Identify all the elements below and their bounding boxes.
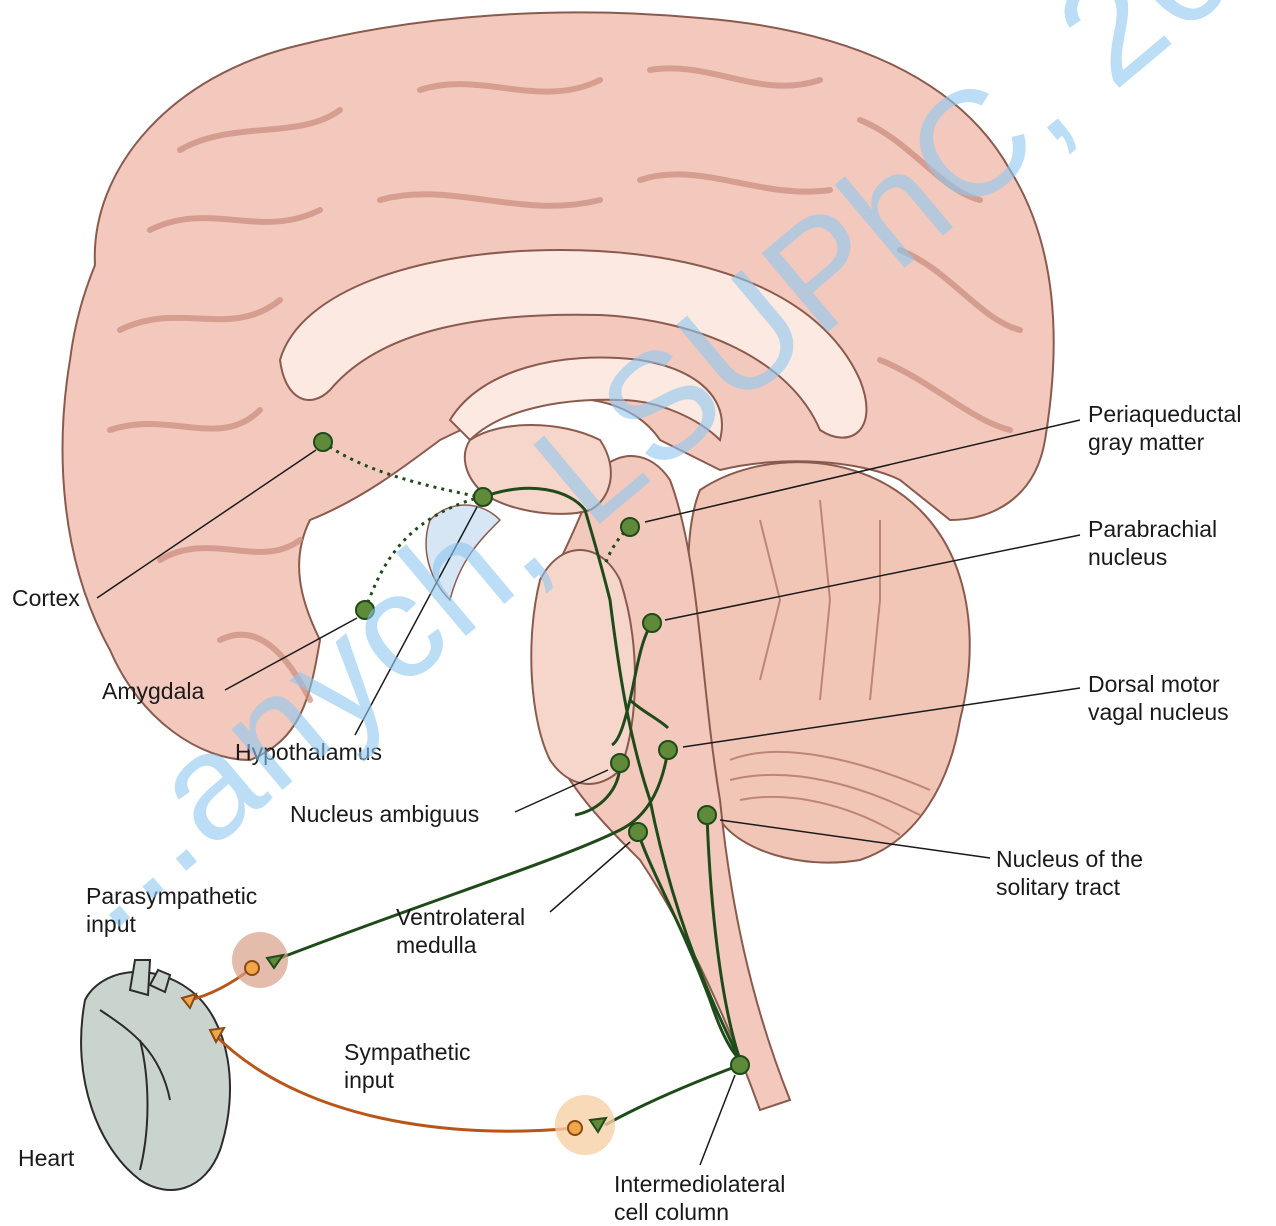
cerebellum [688,462,969,862]
label-periaqueductal-line2: gray matter [1088,428,1241,456]
label-cortex: Cortex [12,584,80,612]
label-ventrolateral-line1: Ventrolateral [396,903,525,931]
label-amygdala: Amygdala [102,677,204,705]
label-parasympathetic: Parasympathetic input [86,882,257,938]
nucleus-solitary [698,806,716,824]
label-sympathetic-line1: Sympathetic [344,1038,471,1066]
label-parasympathetic-line2: input [86,910,257,938]
sympathetic-neuron [568,1121,582,1135]
nucleus-dorsal-motor [659,741,677,759]
sympathetic-ganglion [555,1095,615,1155]
label-dorsal-motor-line1: Dorsal motor [1088,670,1229,698]
nucleus-periaqueductal [621,518,639,536]
label-parasympathetic-line1: Parasympathetic [86,882,257,910]
label-dorsal-motor: Dorsal motor vagal nucleus [1088,670,1229,726]
label-ventrolateral-line2: medulla [396,931,525,959]
label-sympathetic: Sympathetic input [344,1038,471,1094]
nucleus-cortex [314,433,332,451]
nucleus-parabrachial [643,614,661,632]
label-solitary-tract: Nucleus of the solitary tract [996,845,1143,901]
label-sympathetic-line2: input [344,1066,471,1094]
label-dorsal-motor-line2: vagal nucleus [1088,698,1229,726]
label-parabrachial-line1: Parabrachial [1088,515,1217,543]
label-intermediolateral-line1: Intermediolateral [614,1170,785,1198]
label-solitary-line2: solitary tract [996,873,1143,901]
parasympathetic-neuron [245,961,259,975]
label-intermediolateral: Intermediolateral cell column [614,1170,785,1226]
nucleus-intermediolateral [731,1056,749,1074]
label-parabrachial: Parabrachial nucleus [1088,515,1217,571]
label-heart: Heart [18,1144,74,1172]
nucleus-amygdala [356,601,374,619]
nucleus-ventrolateral [629,823,647,841]
nucleus-ambiguus [611,754,629,772]
optic-structure [426,505,500,600]
label-ventrolateral: Ventrolateral medulla [396,903,525,959]
label-parabrachial-line2: nucleus [1088,543,1217,571]
label-periaqueductal-line1: Periaqueductal [1088,400,1241,428]
label-hypothalamus: Hypothalamus [235,738,382,766]
label-solitary-line1: Nucleus of the [996,845,1143,873]
label-nucleus-ambiguus: Nucleus ambiguus [290,800,479,828]
label-periaqueductal: Periaqueductal gray matter [1088,400,1241,456]
nucleus-hypothalamus [474,488,492,506]
